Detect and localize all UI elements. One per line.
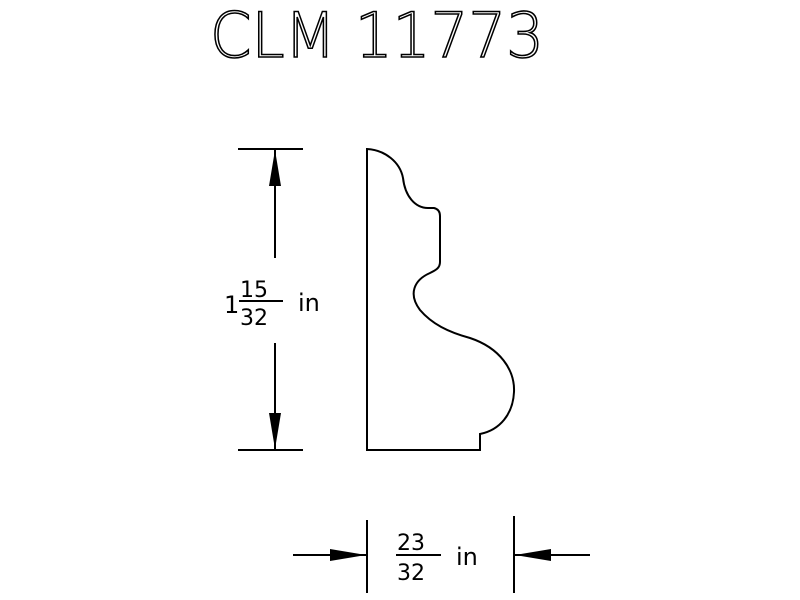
height-whole: 1 <box>224 291 239 319</box>
width-denominator: 32 <box>397 561 425 586</box>
arrow-down-icon <box>269 413 281 449</box>
molding-profile <box>366 147 516 451</box>
height-numerator: 15 <box>240 278 268 303</box>
drawing-title: CLM 11773 <box>210 0 544 72</box>
height-dimension: 1 15 32 in <box>224 148 320 451</box>
height-unit: in <box>298 289 320 317</box>
arrow-right-icon <box>330 549 366 561</box>
arrow-up-icon <box>269 150 281 186</box>
height-denominator: 32 <box>240 306 268 331</box>
width-dimension: 23 32 in <box>293 516 590 593</box>
width-numerator: 23 <box>397 531 425 556</box>
arrow-left-icon <box>515 549 551 561</box>
width-unit: in <box>456 543 478 571</box>
